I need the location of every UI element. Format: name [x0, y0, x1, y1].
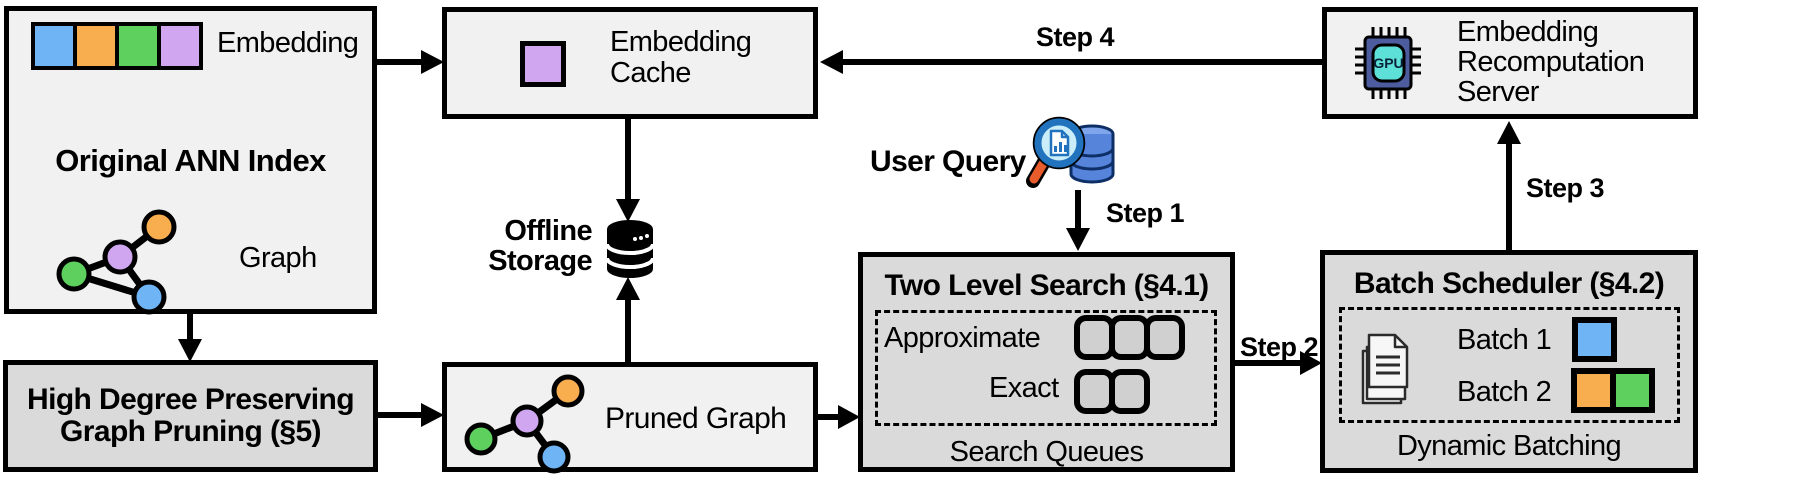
original-ann-index-box: Embedding Original ANN Index Graph: [4, 6, 377, 315]
dynamic-batching-label: Dynamic Batching: [1396, 430, 1622, 462]
blue-embedding-square: [31, 22, 77, 70]
arrow-step1-query-to-search: [1066, 190, 1090, 251]
approximate-queue-slots: [1074, 315, 1185, 360]
approximate-label: Approximate: [884, 322, 1041, 354]
embedding-label: Embedding: [217, 27, 359, 59]
cached-embedding-icon: [520, 41, 566, 87]
arrow-index-to-cache: [377, 50, 444, 74]
arrow-pruned-to-storage: [616, 277, 640, 363]
purple-embedding-square: [520, 41, 566, 87]
embedding-cache-label: Embedding Cache: [610, 26, 752, 89]
batch1-label: Batch 1: [1457, 324, 1552, 356]
user-query-search-icon: [1026, 116, 1115, 188]
blue-embedding-square: [1572, 317, 1617, 362]
embedding-cache-box: Embedding Cache: [442, 7, 818, 119]
gpu-icon-label: GPU: [1373, 55, 1403, 71]
batch2-label: Batch 2: [1457, 376, 1552, 408]
query-documents-icon: [1361, 333, 1409, 405]
orange-embedding-square: [73, 22, 119, 70]
gpu-chip-icon: GPU: [1355, 27, 1421, 99]
pruned-graph-icon: [464, 374, 585, 474]
arrow-pruned-to-search: [816, 405, 860, 429]
user-query-label: User Query: [870, 145, 1026, 178]
batch-scheduler-title: Batch Scheduler (§4.2): [1353, 267, 1665, 300]
graph-label: Graph: [239, 242, 317, 274]
queue-slot: [1144, 315, 1185, 360]
batch2-embedding-squares: [1571, 368, 1655, 413]
arrow-index-to-pruning: [178, 312, 202, 362]
offline-storage-label: Offline Storage: [488, 215, 592, 277]
two-level-search-title: Two Level Search (§4.1): [884, 269, 1209, 302]
green-embedding-square: [115, 22, 161, 70]
step2-label: Step 2: [1240, 332, 1319, 362]
arrow-cache-to-storage: [616, 117, 640, 222]
step1-label: Step 1: [1106, 198, 1185, 228]
arrow-step3-scheduler-to-server: [1497, 121, 1521, 252]
pruned-graph-box: Pruned Graph: [442, 362, 818, 474]
batch1-embedding-squares: [1572, 317, 1617, 362]
batch-scheduler-box: Batch Scheduler (§4.2) Batch 1 Batch 2 D…: [1320, 250, 1698, 473]
orange-embedding-square: [1571, 368, 1616, 413]
arrow-pruning-to-pruned: [376, 403, 444, 427]
graph-pruning-label: High Degree Preserving Graph Pruning (§5…: [27, 383, 355, 448]
search-queues-label: Search Queues: [949, 436, 1144, 468]
original-index-title: Original ANN Index: [55, 143, 326, 178]
pruned-graph-label: Pruned Graph: [605, 402, 787, 435]
green-embedding-square: [1610, 368, 1655, 413]
dynamic-batching-dashed-panel: [1339, 307, 1680, 423]
graph-pruning-box: High Degree Preserving Graph Pruning (§5…: [3, 360, 378, 472]
step3-label: Step 3: [1526, 173, 1605, 203]
exact-label: Exact: [989, 372, 1059, 404]
original-graph-icon: [56, 209, 177, 315]
purple-embedding-square: [157, 22, 203, 70]
queue-slot: [1109, 369, 1150, 414]
arrow-step4-server-to-cache: [820, 50, 1324, 74]
exact-queue-slots: [1074, 369, 1150, 414]
step4-label: Step 4: [1036, 22, 1115, 52]
recomputation-server-label: Embedding Recomputation Server: [1457, 16, 1645, 108]
recomputation-server-box: GPU Embedding Recomputation Server: [1322, 7, 1698, 119]
embedding-vector-icon: [31, 22, 203, 70]
two-level-search-box: Two Level Search (§4.1) Approximate Exac…: [858, 252, 1235, 472]
search-queues-dashed-panel: [875, 310, 1217, 426]
offline-storage-database-icon: [605, 220, 655, 278]
